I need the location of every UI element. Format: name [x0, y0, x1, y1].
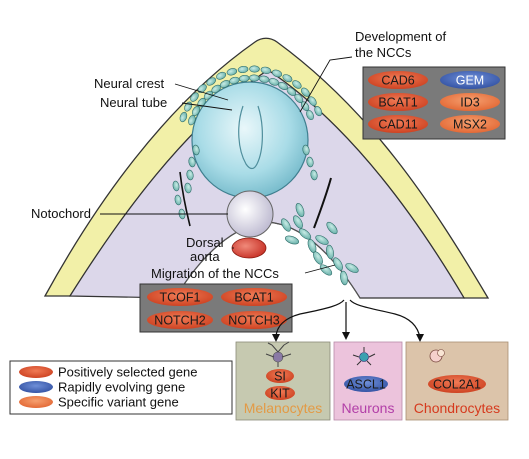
neural-crest-cell: [310, 169, 318, 181]
migrating-nc-cell: [319, 264, 333, 276]
mig-gene-bcat1-label: BCAT1: [234, 291, 273, 305]
neuron-icon: [352, 347, 376, 366]
migrating-nc-cell: [293, 215, 303, 229]
migrating-nc-cell: [174, 194, 182, 206]
neural-crest-cell: [192, 144, 200, 156]
migrating-nc-cell: [315, 235, 329, 245]
neural-crest-cell: [237, 65, 249, 74]
cell-panel-neurons: ASCL1 Neurons: [333, 341, 403, 421]
dorsal-aorta-label-line2: aorta: [190, 249, 220, 264]
neural-crest-cell: [306, 156, 314, 168]
dev-gene-id3-label: ID3: [460, 96, 480, 110]
melanocyte-icon: [265, 341, 292, 367]
dev-gene-id3: [440, 93, 500, 111]
cell-panel-melanocytes: SI KIT Melanocytes: [235, 341, 331, 421]
neural-crest-cell: [292, 80, 302, 89]
gene-kit-label: KIT: [270, 387, 290, 401]
migrating-nc-cell: [313, 251, 323, 265]
migrating-nc-cell: [326, 221, 338, 235]
dev-gene-cad6: [368, 71, 428, 89]
migrating-nc-cell: [285, 235, 299, 245]
mig-gene-bcat1: [221, 288, 287, 306]
gene-si: [266, 369, 294, 383]
neural-crest-cell: [302, 144, 310, 156]
migrating-nc-cell: [345, 263, 359, 273]
neural-crest-cell: [248, 74, 260, 82]
chondrocyte-icon: [429, 349, 445, 363]
legend-specific-swatch: [19, 396, 53, 408]
development-label-line2: the NCCs: [355, 45, 412, 60]
migrating-nc-cell: [295, 203, 305, 217]
dorsal-aorta-label-line1: Dorsal: [186, 235, 224, 250]
dev-gene-cad11: [368, 115, 428, 133]
neural-crest-cell: [226, 68, 238, 76]
mig-gene-notch2-label: NOTCH2: [154, 314, 205, 328]
legend-specific-label: Specific variant gene: [58, 395, 179, 410]
migrating-nc-cell: [298, 228, 312, 240]
neural-crest-cell: [306, 109, 314, 121]
mig-gene-notch3: [221, 311, 287, 329]
migrating-cells: [172, 180, 359, 286]
dev-gene-cad6-label: CAD6: [381, 74, 414, 88]
legend-positive-swatch: [19, 366, 53, 378]
neural-crest-cell: [260, 66, 272, 74]
migrating-nc-cell: [326, 244, 334, 260]
neurons-label: Neurons: [342, 400, 395, 416]
notochord-label: Notochord: [31, 206, 91, 221]
neural-crest-cell: [282, 74, 293, 83]
migrating-nc-cell: [172, 180, 180, 192]
neural-crest-cell: [216, 71, 227, 80]
gene-col2a1-label: COL2A1: [433, 378, 481, 392]
neural-crest-cell: [271, 69, 283, 78]
melanocytes-label: Melanocytes: [244, 400, 323, 416]
notochord: [226, 190, 274, 238]
neural-crest-cell: [249, 65, 260, 73]
dev-gene-msx2-label: MSX2: [453, 118, 487, 132]
mig-gene-tcof1: [147, 288, 213, 306]
neural-crest-label: Neural crest: [94, 76, 164, 91]
neural-crest-cell: [179, 111, 188, 123]
neural-crest-cell: [314, 106, 323, 117]
neural-crest-cell: [184, 182, 192, 194]
gene-col2a1: [428, 375, 486, 393]
migrating-nc-cell: [281, 218, 291, 232]
dev-gene-bcat1-label: BCAT1: [378, 96, 417, 110]
dev-gene-gem-label: GEM: [456, 74, 484, 88]
mig-gene-notch2: [147, 311, 213, 329]
gene-ascl1-label: ASCL1: [346, 378, 386, 392]
migration-label: Migration of the NCCs: [151, 266, 279, 281]
gene-kit: [265, 386, 295, 400]
dev-gene-msx2: [440, 115, 500, 133]
legend-rapid-label: Rapidly evolving gene: [58, 380, 185, 395]
mig-gene-notch3-label: NOTCH3: [228, 314, 279, 328]
dev-gene-cad11-label: CAD11: [378, 118, 417, 132]
mig-gene-tcof1-label: TCOF1: [160, 291, 201, 305]
gene-si-label: SI: [274, 370, 286, 384]
development-label-line1: Development of: [355, 29, 446, 44]
neural-tube: [191, 81, 309, 199]
legend-rapid-swatch: [19, 381, 53, 393]
neural-crest-cell: [308, 96, 317, 107]
neural-tube-label: Neural tube: [100, 95, 167, 110]
migrating-nc-cell: [340, 270, 348, 286]
neural-crest-cell: [188, 156, 196, 168]
dorsal-aorta: [231, 237, 267, 259]
gene-ascl1: [344, 376, 388, 392]
cell-panel-chondrocytes: COL2A1 Chondrocytes: [405, 341, 509, 421]
dev-gene-gem: [440, 71, 500, 89]
dev-gene-bcat1: [368, 93, 428, 111]
legend: Positively selected gene Rapidly evolvin…: [9, 360, 233, 415]
neural-crest-cells: [179, 65, 323, 194]
neural-crest-cell: [206, 77, 217, 86]
migrating-nc-cell: [333, 257, 343, 271]
neural-crest-cell: [186, 169, 194, 181]
legend-positive-label: Positively selected gene: [58, 365, 197, 380]
neural-crest-cell: [197, 84, 207, 94]
chondrocytes-label: Chondrocytes: [414, 400, 500, 416]
neural-crest-cell: [190, 92, 199, 102]
